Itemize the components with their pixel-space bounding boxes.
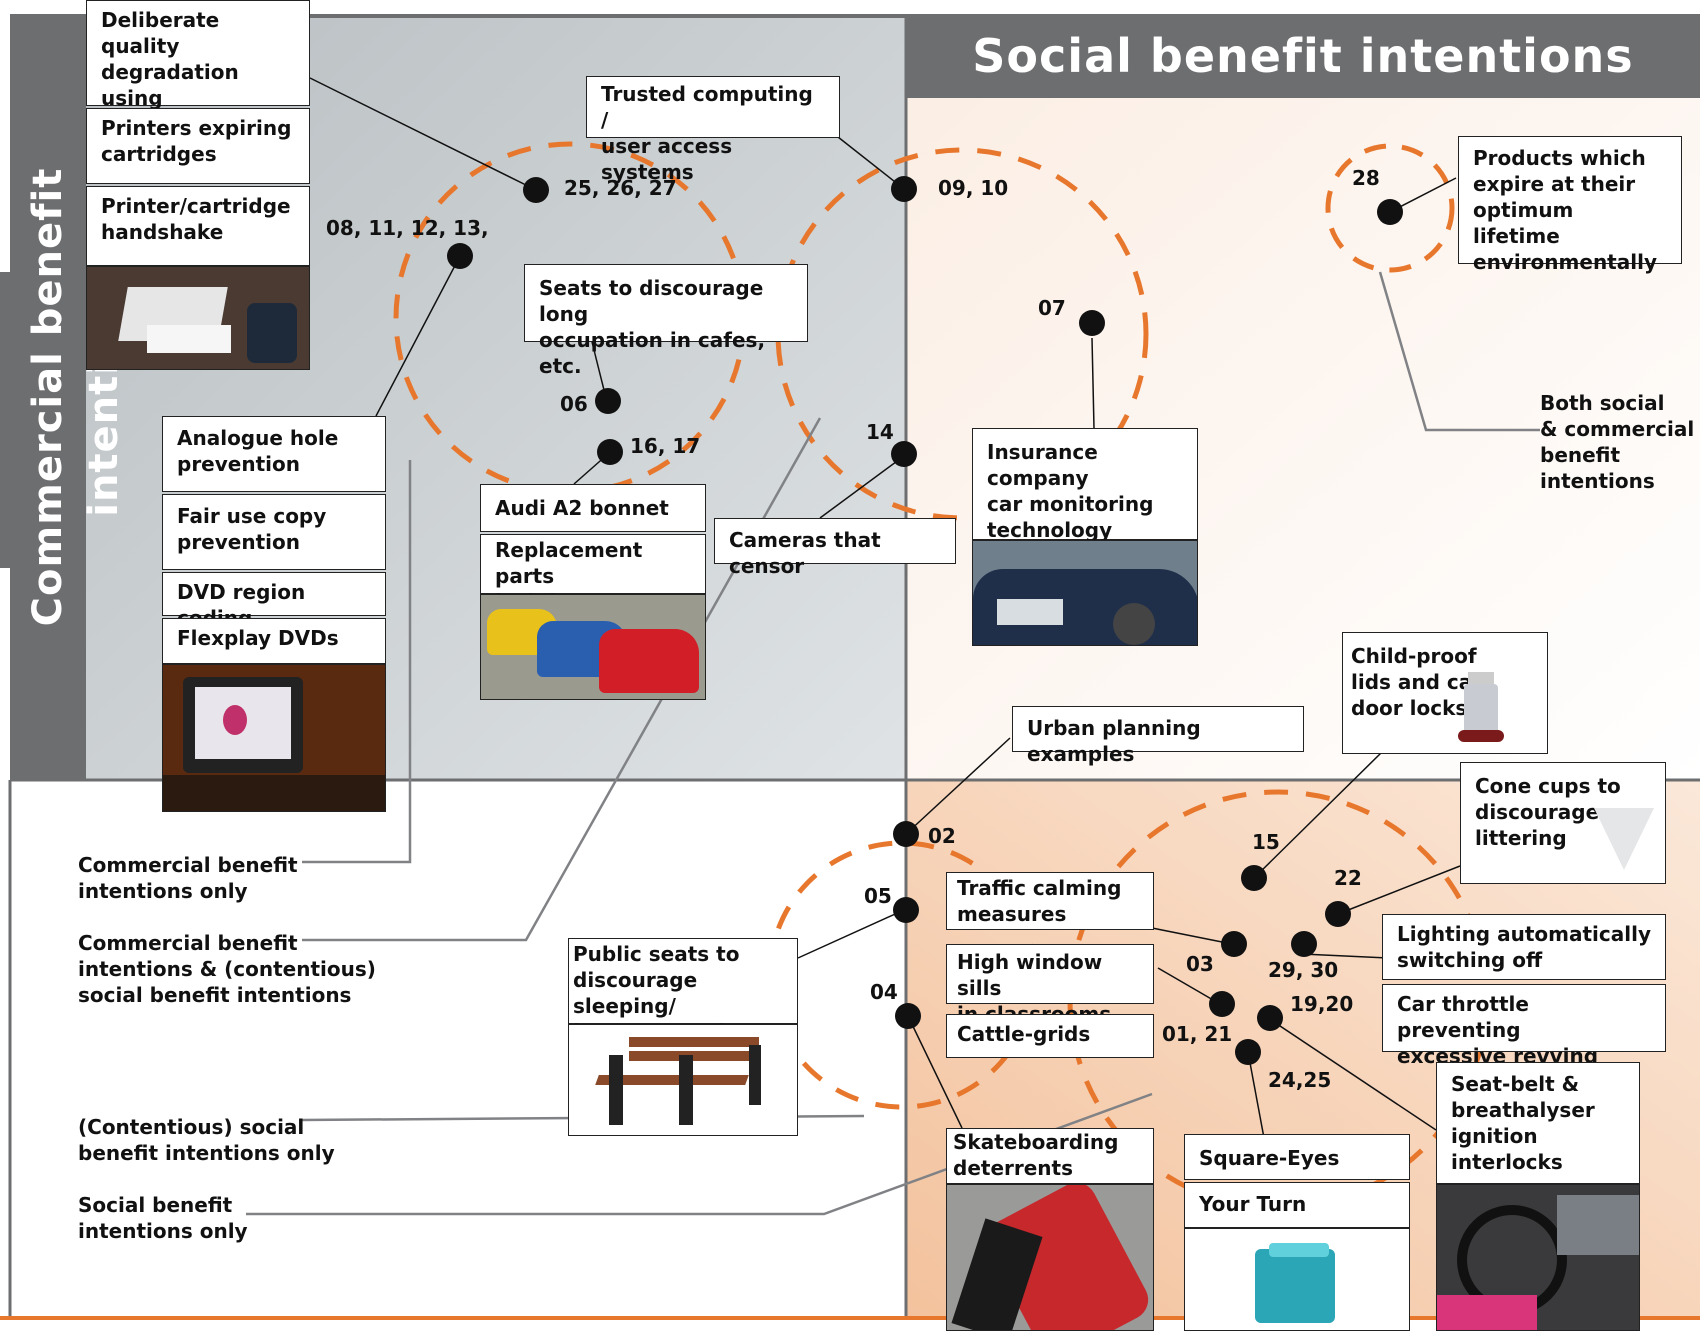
label-seat-belt: Seat-belt & breathalyser ignition interl… [1436, 1062, 1640, 1184]
label-lighting: Lighting automatically switching off [1382, 914, 1666, 980]
number-22: 22 [1334, 866, 1362, 890]
number-04: 04 [870, 980, 898, 1004]
label-dvd-region: DVD region coding [162, 572, 386, 630]
dot-02 [893, 821, 919, 847]
dot-25-26-27 [523, 177, 549, 203]
number-02: 02 [928, 824, 956, 848]
label-audi: Audi A2 bonnet [480, 484, 706, 532]
group-circle-mixed [775, 147, 1149, 521]
pill-bottle-photo [1456, 664, 1506, 746]
dot-08-11-12-13 [447, 243, 473, 269]
label-insurance: Insurance company car monitoring technol… [972, 428, 1198, 542]
group-circle-28 [1325, 143, 1455, 273]
label-window-sills: High window sills in classrooms [946, 944, 1154, 1026]
number-08-11-12-13: 08, 11, 12, 13, [326, 216, 489, 240]
square-eyes-photo [1184, 1228, 1410, 1331]
social-axis-title: Social benefit intentions [972, 29, 1634, 83]
number-25-26-27: 25, 26, 27 [564, 176, 677, 200]
label-skateboarding: Skateboarding deterrents [946, 1128, 1154, 1184]
number-29-30: 29, 30 [1268, 958, 1339, 982]
label-your-turn: Your Turn [1184, 1182, 1410, 1228]
dot-09-10 [891, 176, 917, 202]
dot-03 [1221, 931, 1247, 957]
dot-07 [1079, 310, 1105, 336]
number-15: 15 [1252, 830, 1280, 854]
insurance-car-photo [972, 540, 1198, 646]
number-01-21: 01, 21 [1162, 1022, 1233, 1046]
dot-19-20 [1257, 1005, 1283, 1031]
label-cattle-grids: Cattle-grids [946, 1014, 1154, 1058]
number-06: 06 [560, 392, 588, 416]
label-car-throttle: Car throttle preventing excessive revvin… [1382, 984, 1666, 1068]
dot-06 [595, 388, 621, 414]
label-square-eyes: Square-Eyes [1184, 1134, 1410, 1180]
tv-photo [162, 664, 386, 812]
dot-04 [895, 1003, 921, 1029]
dot-22 [1325, 901, 1351, 927]
dot-15 [1241, 865, 1267, 891]
bench-photo [568, 1024, 798, 1136]
number-28: 28 [1352, 166, 1380, 190]
label-printer-handshake: Printer/cartridge handshake [86, 186, 310, 266]
dot-01-21 [1209, 991, 1235, 1017]
social-header-bar [906, 14, 1700, 98]
cone-cup-photo [1584, 800, 1664, 876]
dot-24-25 [1235, 1039, 1261, 1065]
dot-29-30 [1291, 931, 1317, 957]
number-14: 14 [866, 420, 894, 444]
label-printers-expiring: Printers expiring cartridges [86, 108, 310, 184]
label-child-proof: Child-proof lids and car door locks [1342, 632, 1548, 754]
legend-contentious-social-only: (Contentious) social benefit intentions … [78, 1115, 335, 1165]
cars-photo [480, 594, 706, 700]
legend-commercial-and-contentious: Commercial benefit intentions & (content… [78, 931, 376, 1007]
commercial-header-bar [10, 14, 86, 780]
skateboard-photo [946, 1184, 1154, 1331]
top-border [86, 14, 906, 18]
label-traffic-calming: Traffic calming measures [946, 872, 1154, 930]
label-public-seats: Public seats to discourage sleeping/ lon… [568, 938, 798, 1044]
number-19-20: 19,20 [1290, 992, 1354, 1016]
label-urban-planning: Urban planning examples [1012, 706, 1304, 766]
label-products-expire: Products which expire at their optimum l… [1458, 136, 1682, 274]
label-fair-use: Fair use copy prevention [162, 494, 386, 570]
number-03: 03 [1186, 952, 1214, 976]
car-interior-photo [1436, 1184, 1640, 1331]
commercial-tab [0, 272, 12, 568]
dot-16-17 [597, 439, 623, 465]
label-deliberate-quality: Deliberate quality degradation using non… [86, 0, 310, 162]
label-analogue-hole: Analogue hole prevention [162, 416, 386, 492]
commercial-axis-title: Commercial benefit intentions [25, 167, 127, 627]
number-05: 05 [864, 884, 892, 908]
label-replacement-parts: Replacement parts lock-in [480, 534, 706, 614]
dot-05 [893, 897, 919, 923]
printer-photo [86, 266, 310, 370]
number-24-25: 24,25 [1268, 1068, 1332, 1092]
label-seats-cafes: Seats to discourage long occupation in c… [524, 264, 808, 378]
label-cameras-censor: Cameras that censor [714, 518, 956, 578]
label-trusted-computing: Trusted computing / user access systems [586, 76, 840, 184]
number-16-17: 16, 17 [630, 434, 701, 458]
legend-both: Both social & commercial benefit intenti… [1540, 391, 1695, 493]
label-flexplay: Flexplay DVDs [162, 618, 386, 664]
number-07: 07 [1038, 296, 1066, 320]
legend-social-only: Social benefit intentions only [78, 1193, 248, 1243]
number-09-10: 09, 10 [938, 176, 1009, 200]
legend-commercial-only: Commercial benefit intentions only [78, 853, 298, 903]
dot-28 [1377, 199, 1403, 225]
dot-14 [891, 441, 917, 467]
